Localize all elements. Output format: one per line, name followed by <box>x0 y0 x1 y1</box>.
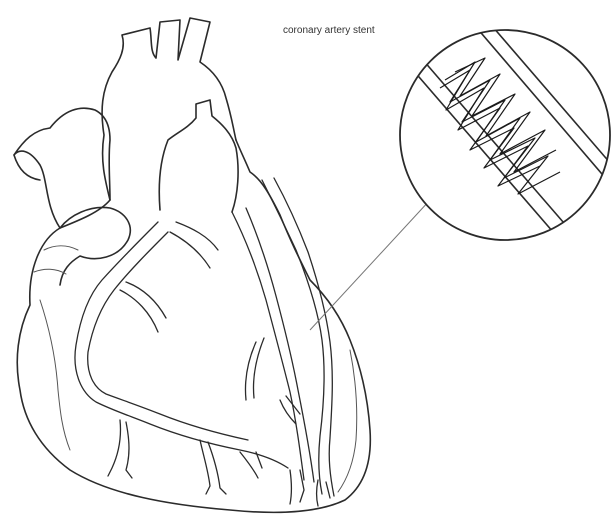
right-coronary-artery <box>75 222 288 468</box>
heart-outline <box>17 140 370 512</box>
diagonal-branch-2 <box>176 222 218 250</box>
inferior-branch <box>280 396 300 424</box>
lower-branch-4 <box>290 470 304 504</box>
right-ventricle-contour <box>40 300 70 450</box>
atrial-fold-2 <box>34 269 66 274</box>
lower-branch-3 <box>240 452 262 478</box>
pulmonary-trunk <box>159 100 238 212</box>
lower-branch-2 <box>200 440 226 494</box>
left-atrium <box>14 108 110 228</box>
left-ventricle-contour <box>338 350 357 492</box>
heart-illustration <box>14 18 370 512</box>
right-atrium <box>60 207 130 285</box>
marginal-branch-2 <box>126 282 166 318</box>
diagonal-branch <box>170 232 210 268</box>
left-anterior-descending <box>232 212 304 480</box>
stent-label: coronary artery stent <box>283 25 375 36</box>
marginal-branch <box>120 290 158 332</box>
lad-inner <box>246 208 314 482</box>
lower-branch-1 <box>108 420 132 478</box>
circumflex-inner <box>274 178 334 496</box>
stent-magnifier <box>400 12 613 240</box>
atrial-fold <box>44 246 78 250</box>
lower-branch-5 <box>317 480 331 506</box>
callout-line <box>310 200 430 330</box>
posterior-branch-2 <box>253 338 264 398</box>
aorta <box>102 18 236 200</box>
circumflex-artery <box>262 180 324 494</box>
